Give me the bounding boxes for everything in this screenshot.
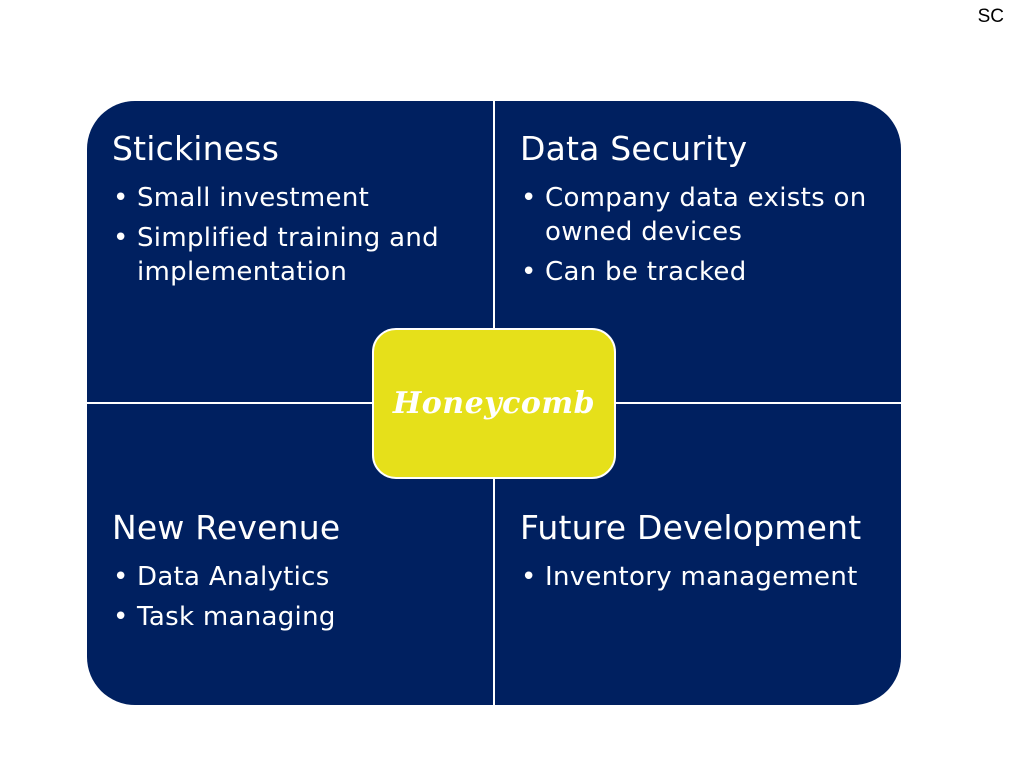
bullet-list: • Company data exists on owned devices • C… <box>520 181 881 289</box>
bullet-item: • Company data exists on owned devices <box>520 181 881 249</box>
quadrant-title: Data Security <box>520 129 748 168</box>
bullet-icon: • <box>521 562 537 592</box>
bullet-list: • Data Analytics • Task managing <box>112 560 493 634</box>
quadrant-title: Future Development <box>520 508 862 547</box>
bullet-icon: • <box>521 257 537 287</box>
bullet-icon: • <box>113 183 129 213</box>
bullet-text: Small investment <box>137 183 370 213</box>
bullet-text: Company data exists on owned devices <box>545 183 867 247</box>
bullet-text: Simplified training and implementation <box>137 223 439 287</box>
bullet-list: • Inventory management <box>520 560 881 594</box>
bullet-icon: • <box>113 223 129 253</box>
quadrant-title: Stickiness <box>112 129 280 168</box>
quadrant-matrix: Stickiness • Small investment • Simplified… <box>87 101 901 705</box>
bullet-item: • Data Analytics <box>112 560 493 594</box>
bullet-item: • Can be tracked <box>520 255 881 289</box>
quadrant-future-development: Future Development • Inventory management <box>495 404 901 705</box>
quadrant-content: Data Security • Company data exists on ow… <box>495 101 901 289</box>
quadrant-content: Future Development • Inventory management <box>495 404 901 594</box>
quadrant-content: Stickiness • Small investment • Simplified… <box>87 101 493 289</box>
bullet-text: Task managing <box>137 602 336 632</box>
bullet-list: • Small investment • Simplified training a… <box>112 181 493 289</box>
bullet-icon: • <box>113 562 129 592</box>
corner-label: SC <box>977 6 1004 27</box>
bullet-item: • Simplified training and implementation <box>112 221 493 289</box>
bullet-item: • Inventory management <box>520 560 881 594</box>
center-label: Honeycomb <box>392 386 596 421</box>
bullet-icon: • <box>521 183 537 213</box>
quadrant-data-security: Data Security • Company data exists on ow… <box>495 101 901 402</box>
bullet-item: • Task managing <box>112 600 493 634</box>
quadrant-content: New Revenue • Data Analytics • Task managi… <box>87 404 493 634</box>
bullet-item: • Small investment <box>112 181 493 215</box>
bullet-text: Can be tracked <box>545 257 747 287</box>
quadrant-stickiness: Stickiness • Small investment • Simplified… <box>87 101 493 402</box>
bullet-icon: • <box>113 602 129 632</box>
bullet-text: Data Analytics <box>137 562 330 592</box>
quadrant-title: New Revenue <box>112 508 341 547</box>
bullet-text: Inventory management <box>545 562 858 592</box>
center-box: Honeycomb <box>372 328 616 479</box>
